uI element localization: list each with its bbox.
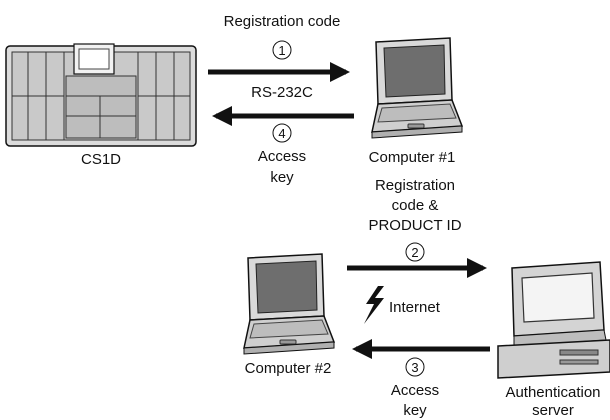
rs232c-label: RS-232C [251,84,313,101]
step3-label-line2: key [403,402,427,419]
step2-label-line1: Registration [375,177,455,194]
cs1d-console-icon [5,43,197,147]
step4-number: 4 [278,126,285,141]
server-desktop-icon [497,261,610,379]
server-label-line1: Authentication [505,384,600,401]
step2-circle [405,242,425,262]
step3-label-line1: Access [391,382,439,399]
lightning-icon [364,286,384,324]
server-label-line2: server [532,402,574,419]
step3-circle [405,357,425,377]
step4-label-line1: Access [258,148,306,165]
internet-label: Internet [389,299,441,316]
computer2-laptop-icon [243,253,336,355]
step4-label-line2: key [270,169,294,186]
step4-circle [272,123,292,143]
step1-circle [272,40,292,60]
step2-label-line2: code & [392,197,439,214]
computer2-label: Computer #2 [245,360,332,377]
step1-label: Registration code [224,13,341,30]
step1-number: 1 [278,43,285,58]
computer1-laptop-icon [371,37,464,139]
step2-label-line3: PRODUCT ID [368,217,461,234]
step3-number: 3 [411,360,418,375]
step2-number: 2 [411,245,418,260]
console-label: CS1D [81,151,121,168]
computer1-label: Computer #1 [369,149,456,166]
